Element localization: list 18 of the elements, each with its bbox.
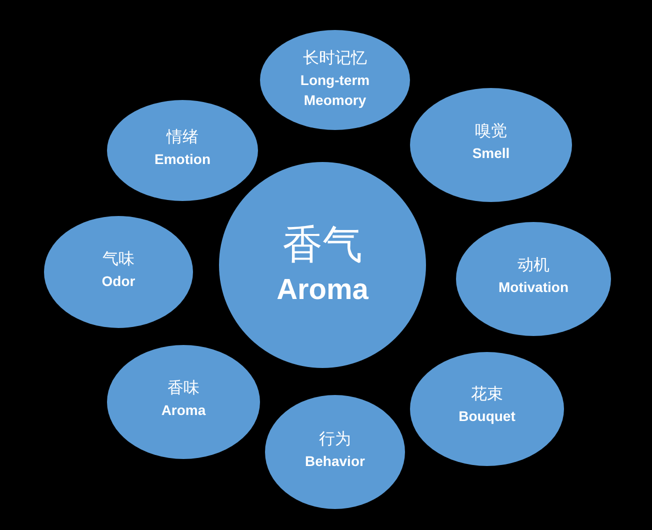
english-label: Aroma xyxy=(276,273,368,308)
english-label: Odor xyxy=(102,272,136,291)
chinese-label: 香味 xyxy=(168,378,200,399)
chinese-label: 行为 xyxy=(319,430,351,450)
english-label: Smell xyxy=(472,144,510,163)
chinese-label: 花束 xyxy=(471,384,503,405)
english-label: Bouquet xyxy=(458,407,516,426)
english-label: Behavior xyxy=(305,452,365,471)
english-label: Long-term Meomory xyxy=(299,71,371,110)
chinese-label: 气味 xyxy=(102,250,134,270)
chinese-label: 长时记忆 xyxy=(303,48,367,69)
chinese-label: 情绪 xyxy=(166,128,198,148)
chinese-label: 动机 xyxy=(518,256,550,276)
english-label: Aroma xyxy=(161,401,206,420)
chinese-label: 嗅觉 xyxy=(475,122,507,142)
english-label: Motivation xyxy=(498,278,568,297)
chinese-label: 香气 xyxy=(282,222,362,269)
english-label: Emotion xyxy=(154,150,210,168)
